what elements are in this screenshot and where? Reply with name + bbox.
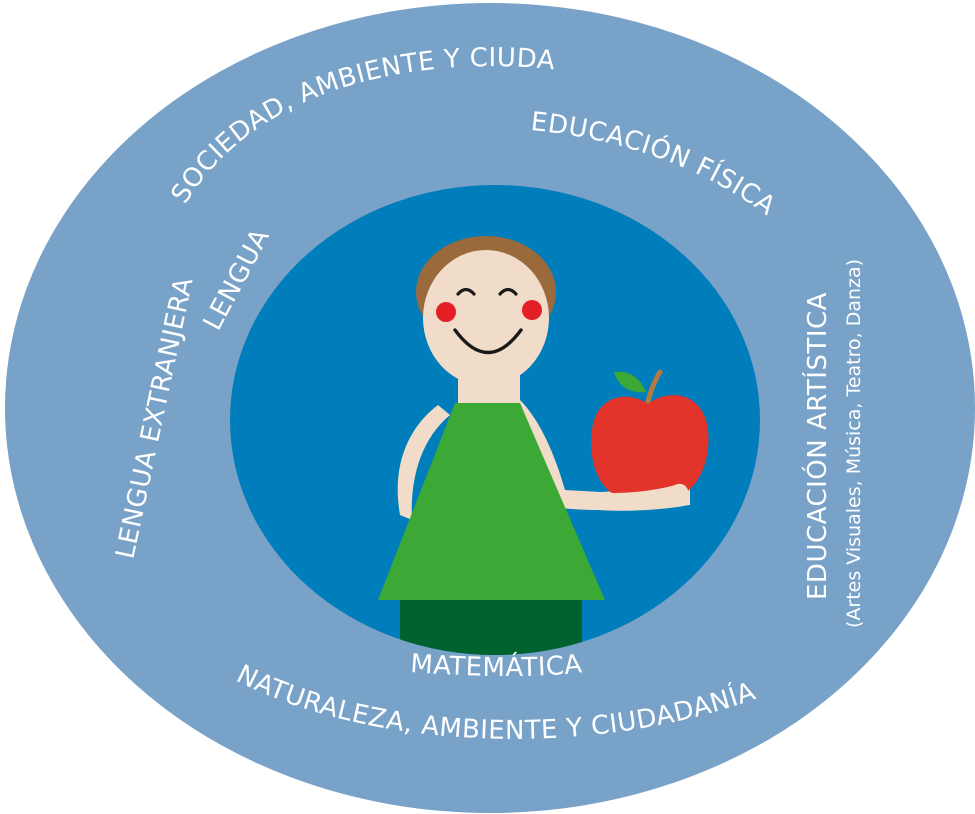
left-cheek (436, 302, 456, 322)
pants (400, 595, 582, 655)
inner-subject-label: MATEMÁTICA (409, 649, 583, 683)
apple-body (591, 395, 709, 499)
apple-stem (645, 369, 663, 405)
apple-leaf (614, 371, 646, 393)
apple-icon (591, 369, 709, 499)
mouth (453, 328, 523, 355)
right-eye (498, 287, 518, 296)
child-figure-icon (378, 236, 690, 655)
left-eye (456, 287, 476, 296)
hand (600, 483, 689, 511)
right-arm (515, 400, 690, 511)
shirt (378, 403, 605, 600)
artistic-detail: (Artes Visuales, Música, Teatro, Danza) (843, 259, 865, 628)
head (423, 250, 549, 386)
left-arm (397, 405, 450, 520)
right-cheek (522, 300, 542, 320)
artistic-title: EDUCACIÓN ARTÍSTICA (801, 292, 833, 600)
